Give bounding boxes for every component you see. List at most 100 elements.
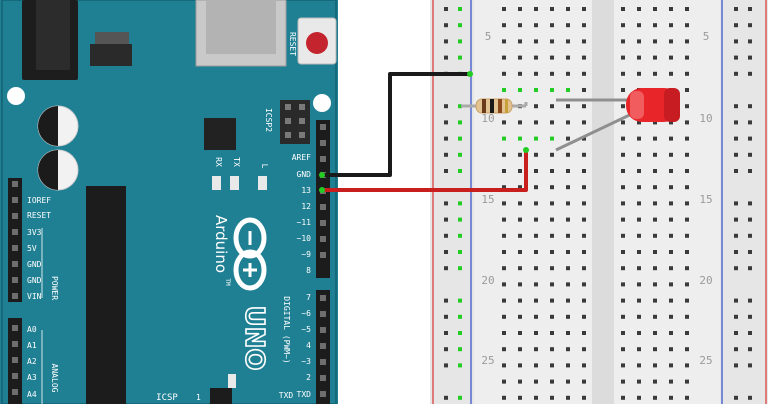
breadboard-hole	[582, 298, 586, 303]
rail-hole	[748, 120, 752, 125]
breadboard-hole	[518, 331, 522, 335]
breadboard-hole	[534, 104, 538, 109]
breadboard-hole	[582, 266, 586, 271]
rail-hole	[748, 395, 752, 400]
breadboard-hole	[685, 379, 689, 384]
breadboard-hole	[653, 136, 657, 141]
breadboard-hole	[621, 169, 625, 173]
breadboard-hole	[621, 185, 625, 190]
rail-hole	[734, 233, 738, 238]
power-header	[8, 178, 22, 302]
breadboard-hole	[621, 71, 625, 76]
breadboard-hole	[534, 39, 538, 44]
voltage-regulator	[90, 44, 132, 66]
rail-hole	[748, 314, 752, 319]
header-pin	[320, 124, 326, 130]
breadboard-hole	[582, 136, 586, 141]
header-pin	[320, 295, 326, 301]
rail-hole	[748, 169, 752, 173]
breadboard-hole	[653, 298, 657, 303]
rail-hole	[748, 250, 752, 254]
breadboard-hole	[502, 120, 506, 125]
breadboard-hole	[653, 250, 657, 254]
row-number-right: 20	[699, 274, 712, 287]
breadboard-hole	[621, 7, 625, 11]
breadboard-hole	[550, 266, 554, 271]
rail-hole	[444, 7, 448, 11]
rail-hole	[734, 250, 738, 254]
rail-hole	[444, 136, 448, 141]
usb-connector-inner	[206, 0, 276, 54]
pin-label-a0: A0	[27, 325, 37, 334]
breadboard-hole	[621, 152, 625, 157]
breadboard-hole	[566, 136, 570, 141]
breadboard-hole	[550, 55, 554, 60]
breadboard-hole	[582, 39, 586, 44]
breadboard-hole	[685, 282, 689, 287]
breadboard-hole	[550, 201, 554, 206]
header-pin	[320, 359, 326, 365]
pin-label-6: ~6	[301, 309, 311, 318]
rail-hole	[444, 39, 448, 44]
breadboard-hole	[669, 331, 673, 335]
breadboard-hole	[669, 71, 673, 76]
pin-label-3: ~3	[301, 357, 311, 366]
breadboard-hole	[502, 23, 506, 28]
breadboard-hole	[566, 379, 570, 384]
breadboard-hole	[518, 152, 522, 157]
breadboard-hole	[669, 169, 673, 173]
breadboard-hole	[653, 55, 657, 60]
wire-end	[467, 71, 473, 77]
breadboard-hole	[518, 217, 522, 222]
breadboard-hole	[518, 282, 522, 287]
rail-hole	[748, 363, 752, 368]
trademark-text: TM	[224, 278, 231, 286]
breadboard-hole	[566, 169, 570, 173]
header-pin	[12, 373, 18, 379]
l-led-label: L	[260, 164, 269, 169]
breadboard-hole	[502, 233, 506, 238]
pin-label-a2: A2	[27, 357, 37, 366]
breadboard-hole	[653, 201, 657, 206]
header-pin	[320, 375, 326, 381]
pin-label-11: ~11	[297, 218, 312, 227]
breadboard-hole	[534, 71, 538, 76]
breadboard-hole	[550, 250, 554, 254]
pin-label-ioref: IOREF	[27, 196, 51, 205]
pin-label-3v3: 3V3	[27, 228, 42, 237]
txd-label: TXD	[279, 391, 294, 400]
pin-label-5: ~5	[301, 325, 311, 334]
breadboard-hole	[534, 152, 538, 157]
breadboard-hole	[669, 347, 673, 352]
arduino-logo-text: Arduino	[212, 215, 230, 273]
rail-hole	[748, 39, 752, 44]
breadboard-hole	[566, 39, 570, 44]
row-number-left: 10	[481, 112, 494, 125]
rail-hole	[734, 217, 738, 222]
breadboard-hole	[637, 363, 641, 368]
pin-label-gnd: GND	[297, 170, 312, 179]
breadboard-hole	[518, 185, 522, 190]
icsp2-label: ICSP2	[264, 108, 273, 132]
rail-hole	[444, 314, 448, 319]
red-led	[555, 88, 680, 152]
header-pin	[12, 325, 18, 331]
resistor-band	[490, 99, 494, 113]
breadboard-hole	[550, 23, 554, 28]
breadboard-hole	[637, 39, 641, 44]
reset-button[interactable]	[306, 32, 328, 54]
pin-label-a4: A4	[27, 390, 37, 399]
breadboard-holes	[444, 7, 752, 400]
breadboard-hole	[566, 250, 570, 254]
breadboard-hole	[685, 88, 689, 92]
breadboard-hole	[653, 217, 657, 222]
rail-hole	[444, 395, 448, 400]
breadboard-hole	[621, 266, 625, 271]
breadboard-hole	[566, 363, 570, 368]
breadboard-hole	[621, 331, 625, 335]
power-header-pins	[12, 181, 18, 395]
breadboard-hole	[669, 314, 673, 319]
breadboard-hole	[621, 379, 625, 384]
breadboard-hole	[566, 7, 570, 11]
breadboard-hole	[502, 88, 506, 92]
